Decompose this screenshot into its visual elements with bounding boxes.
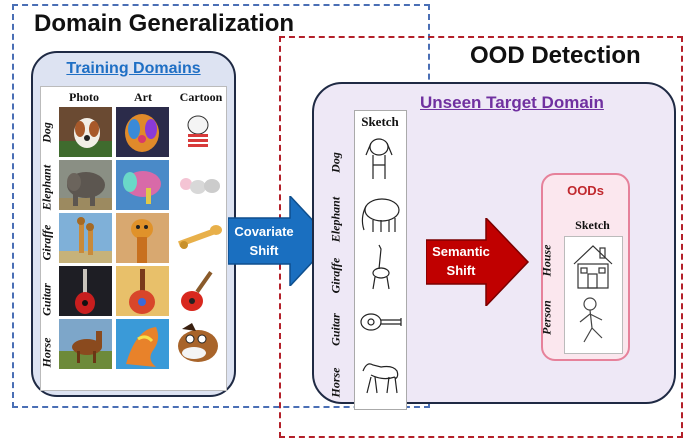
ood-detection-title: OOD Detection xyxy=(470,42,641,69)
art-giraffe-image xyxy=(116,213,169,263)
oods-title: OODs xyxy=(567,183,604,198)
oods-column-header-sketch: Sketch xyxy=(575,218,610,232)
sketch-elephant-image xyxy=(357,188,403,241)
unseen-row-header-giraffe: Giraffe xyxy=(328,257,343,294)
art-elephant-image xyxy=(116,160,169,210)
covariate-shift-label: Covariate Shift xyxy=(228,222,300,260)
art-guitar-image xyxy=(116,266,169,316)
covariate-shift-line2: Shift xyxy=(249,243,279,258)
unseen-row-header-elephant: Elephant xyxy=(328,196,343,243)
sketch-house-image xyxy=(568,240,618,297)
column-header-art: Art xyxy=(134,90,152,104)
photo-guitar-image xyxy=(59,266,112,316)
cartoon-dog-image xyxy=(172,107,225,157)
photo-elephant-image xyxy=(59,160,112,210)
row-header-guitar: Guitar xyxy=(39,283,54,316)
photo-dog-image xyxy=(59,107,112,157)
row-header-horse: Horse xyxy=(39,337,54,368)
semantic-shift-line2: Shift xyxy=(446,263,476,278)
semantic-shift-arrow xyxy=(425,216,530,308)
photo-giraffe-image xyxy=(59,213,112,263)
unseen-row-header-guitar: Guitar xyxy=(328,313,343,346)
cartoon-horse-image xyxy=(172,319,225,369)
column-header-cartoon: Cartoon xyxy=(179,90,223,104)
unseen-target-domain-title: Unseen Target Domain xyxy=(420,93,604,112)
art-dog-image xyxy=(116,107,169,157)
sketch-guitar-image xyxy=(357,298,403,351)
row-header-giraffe: Giraffe xyxy=(39,224,54,261)
sketch-giraffe-image xyxy=(357,243,403,296)
unseen-row-header-horse: Horse xyxy=(328,367,343,398)
art-horse-image xyxy=(116,319,169,369)
cartoon-giraffe-image xyxy=(172,213,225,263)
unseen-row-header-dog: Dog xyxy=(328,152,343,173)
domain-generalization-title: Domain Generalization xyxy=(34,10,295,37)
row-header-elephant: Elephant xyxy=(39,164,54,211)
semantic-shift-line1: Semantic xyxy=(432,244,490,259)
row-header-dog: Dog xyxy=(39,122,54,143)
cartoon-guitar-image xyxy=(172,266,225,316)
sketch-person-image xyxy=(568,296,618,353)
training-domains-title: Training Domains xyxy=(66,60,201,77)
covariate-shift-line1: Covariate xyxy=(234,224,294,239)
photo-horse-image xyxy=(59,319,112,369)
covariate-shift-arrow xyxy=(227,194,334,288)
column-header-photo: Photo xyxy=(69,90,99,104)
semantic-shift-label: Semantic Shift xyxy=(426,242,496,280)
oods-sketch-grid xyxy=(564,236,623,354)
ood-row-header-house: House xyxy=(539,244,554,277)
ood-row-header-person: Person xyxy=(539,300,554,335)
sketch-horse-image xyxy=(357,353,403,406)
unseen-column-header-sketch: Sketch xyxy=(361,114,399,129)
cartoon-elephant-image xyxy=(172,160,225,210)
sketch-dog-image xyxy=(357,135,403,188)
